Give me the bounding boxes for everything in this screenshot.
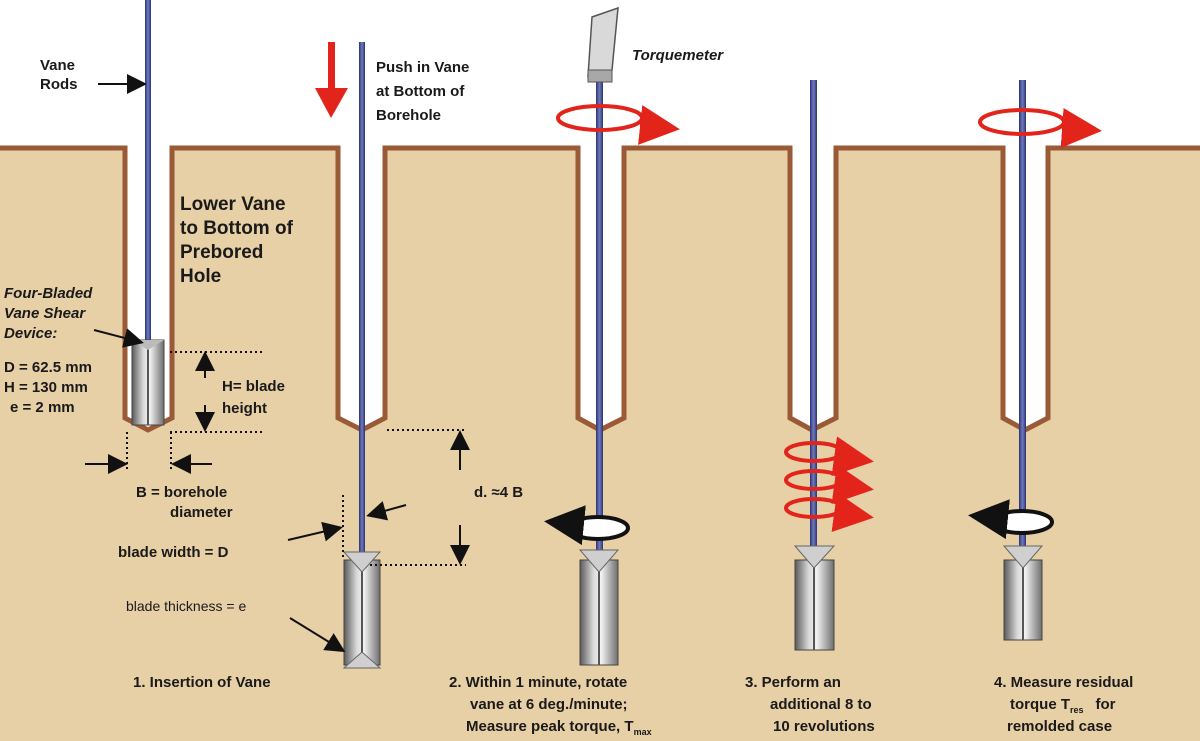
vane-rod-4 [810, 80, 817, 562]
blade-width-label: blade width = D [118, 544, 229, 561]
rotation-arrow-icon [784, 436, 874, 533]
rotation-arrow-icon [968, 499, 1054, 540]
rotation-arrow-icon [556, 104, 680, 145]
vane-blade-icon [578, 549, 620, 666]
vane-blade-icon [793, 545, 836, 651]
vane-blade-icon [131, 339, 165, 426]
torquemeter-icon [587, 6, 619, 83]
step2-caption: 2. Within 1 minute, rotate vane at 6 deg… [449, 674, 652, 737]
step1-caption: 1. Insertion of Vane [133, 674, 271, 691]
depth-label: d. ≈4 B [474, 484, 523, 501]
annotation-lines [85, 74, 470, 653]
down-arrow-icon [315, 42, 348, 118]
blade-thickness-label: blade thickness = e [126, 598, 246, 614]
vane-blade-icon [342, 551, 382, 669]
step3-caption: 3. Perform an additional 8 to 10 revolut… [745, 674, 876, 735]
vane-rod-2 [359, 42, 365, 562]
vane-rod-1 [145, 0, 151, 345]
vane-rod-5 [1019, 80, 1026, 562]
rotation-arrow-icon [544, 505, 630, 546]
vane-blade-icon [1002, 545, 1044, 641]
vane-rod-3 [596, 72, 603, 562]
torquemeter-label: Torquemeter [632, 47, 724, 64]
rotation-arrow-icon [978, 108, 1102, 148]
